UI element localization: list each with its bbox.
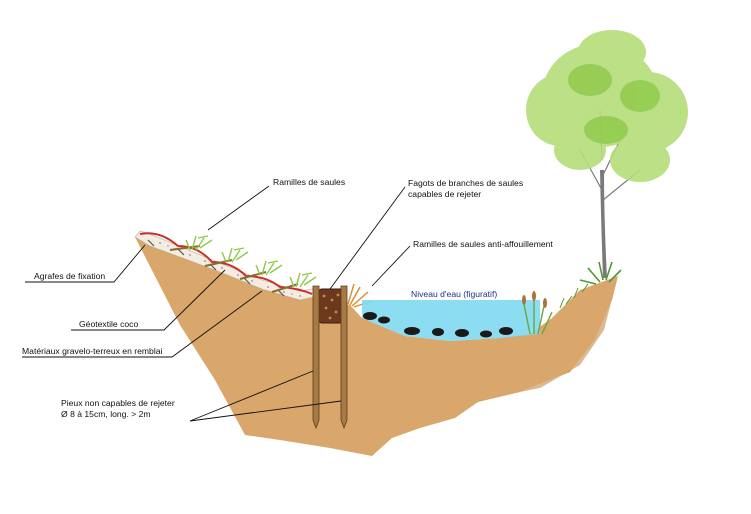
fascine-texture: [322, 293, 340, 320]
bank-grass: [559, 283, 589, 309]
label-niveau-eau: Niveau d'eau (figuratif): [411, 289, 497, 299]
label-geotextile-coco: Géotextile coco: [79, 319, 138, 329]
reed-seedheads: [522, 291, 547, 308]
leader-lines: [22, 185, 411, 422]
fixing-staples: [147, 239, 285, 297]
label-agrafes-de-fixation: Agrafes de fixation: [34, 271, 105, 281]
leader-geotextile: [71, 269, 226, 331]
reed-plants: [523, 300, 553, 335]
label-fagots-line1: Fagots de branches de saules: [408, 178, 523, 188]
label-pieux-line1: Pieux non capables de rejeter: [61, 398, 175, 408]
label-pieux-line2: Ø 8 à 15cm, long. > 2m: [61, 409, 151, 419]
label-anti-affouillement: Ramilles de saules anti-affouillement: [413, 239, 553, 249]
leader-anti-affouillement: [371, 245, 411, 287]
tree-trunk: [600, 170, 607, 278]
soil-shadow: [520, 276, 618, 392]
coir-geotextile: [139, 232, 313, 295]
willow-sprigs: [185, 235, 317, 288]
leader-agrafes: [25, 244, 146, 283]
bank-shrub: [579, 261, 622, 285]
tree-foliage-detail: [568, 64, 660, 144]
soil-body: [135, 237, 618, 456]
leader-pieux-right: [189, 400, 342, 422]
riverbed-stones: [363, 312, 513, 338]
leader-ramilles: [207, 185, 270, 231]
label-materiaux-remblai: Matériaux gravelo-terreux en remblai: [22, 346, 163, 356]
wooden-stake-right: [340, 285, 348, 430]
leader-materiaux: [22, 290, 263, 358]
label-ramilles-de-saules: Ramilles de saules: [273, 177, 345, 187]
label-fagots-line2: capables de rejeter: [408, 189, 481, 199]
tree-foliage: [526, 30, 688, 182]
leader-fagots: [329, 186, 406, 290]
leader-pieux-left: [189, 370, 314, 422]
anti-scour-sprigs: [347, 283, 373, 308]
wooden-stake-left: [312, 285, 320, 430]
